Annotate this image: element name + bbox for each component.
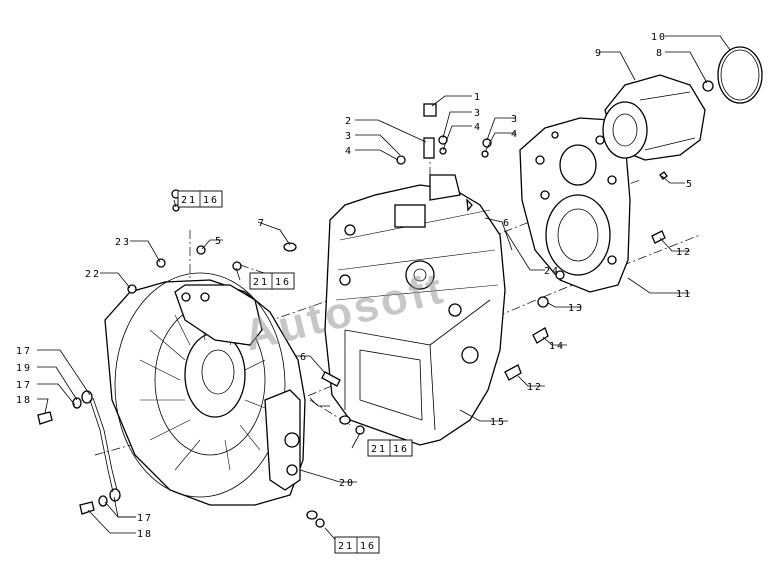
label-17c: 17 [137,513,153,524]
label-19: 19 [16,363,32,374]
ref-right: 16 [393,444,409,455]
label-3b: 3 [474,108,482,119]
label-18a: 18 [16,395,32,406]
ref-right: 16 [203,195,219,206]
ref-21-16-lower: 21 16 [367,439,413,457]
label-6a: 6 [503,218,511,229]
ref-right: 16 [360,541,376,552]
label-11: 11 [676,289,692,300]
label-2: 2 [345,116,353,127]
label-3a: 3 [345,131,353,142]
label-18b: 18 [137,529,153,540]
label-17b: 17 [16,380,32,391]
label-15: 15 [490,417,506,428]
label-22: 22 [85,269,101,280]
label-14: 14 [549,341,565,352]
label-17a: 17 [16,346,32,357]
hardware [37,103,668,528]
label-7: 7 [258,218,266,229]
ref-left: 21 [338,541,354,552]
ref-left: 21 [253,277,269,288]
ref-left: 21 [181,195,197,206]
label-3c: 3 [511,114,519,125]
label-4c: 4 [511,129,519,140]
label-12b: 12 [527,382,543,393]
label-24: 24 [544,266,560,277]
label-20: 20 [339,478,355,489]
label-12a: 12 [676,247,692,258]
label-5a: 5 [686,179,694,190]
label-8: 8 [656,48,664,59]
label-6b: 6 [300,352,308,363]
label-4b: 4 [474,122,482,133]
label-10: 10 [651,32,667,43]
label-13: 13 [568,303,584,314]
ref-21-16-mid: 21 16 [249,272,295,290]
gearbox-case [324,174,506,446]
label-9: 9 [595,48,603,59]
ref-21-16-top: 21 16 [177,190,223,208]
part-labels: 1 2 3 4 3 4 3 4 5 5 6 6 7 8 9 10 11 12 1… [16,32,694,540]
ref-right: 16 [275,277,291,288]
output-housing [602,74,714,161]
o-ring-10 [717,46,763,104]
ref-21-16-bottom: 21 16 [334,536,380,554]
label-5b: 5 [215,236,223,247]
bell-housing [104,272,306,506]
rear-cover-plate [519,117,631,293]
label-4a: 4 [345,146,353,157]
ref-left: 21 [371,444,387,455]
label-23: 23 [115,237,131,248]
label-1: 1 [474,92,482,103]
o-ring-10-inner [720,49,760,101]
